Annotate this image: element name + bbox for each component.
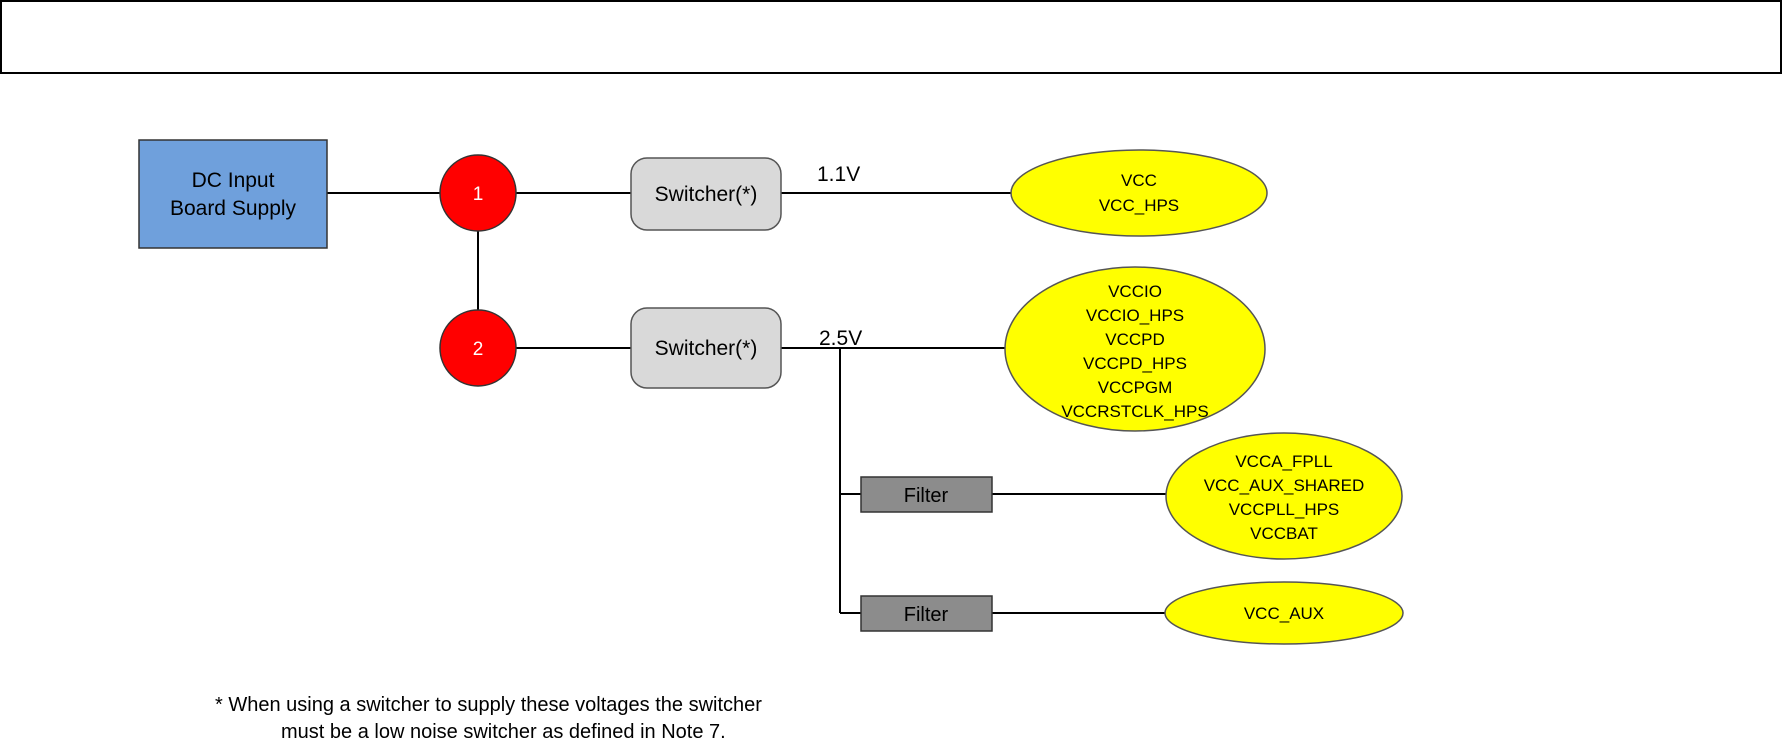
dc-input-box-shape xyxy=(138,139,328,249)
rail-1-ellipse xyxy=(1010,149,1268,237)
voltage-label-1v1: 1.1V xyxy=(817,163,860,186)
footnote-line1: * When using a switcher to supply these … xyxy=(215,694,762,716)
footnote: * When using a switcher to supply these … xyxy=(215,692,762,746)
filter-2-label: Filter xyxy=(904,604,949,626)
header-frame xyxy=(0,0,1782,74)
rail-1: VCC VCC_HPS xyxy=(1010,149,1268,237)
switcher-2-label: Switcher(*) xyxy=(655,337,758,360)
power-tree-diagram: DC Input Board Supply 1 2 Switcher(*) Sw… xyxy=(138,139,1404,645)
rail-3-line: VCCBAT xyxy=(1250,524,1318,543)
switcher-2: Switcher(*) xyxy=(630,307,782,389)
rail-3-ellipse xyxy=(1165,432,1403,560)
footnote-line2: must be a low noise switcher as defined … xyxy=(281,721,726,743)
dc-input-line1: DC Input xyxy=(192,169,275,192)
filter-2-shape xyxy=(860,595,993,632)
rail-2-line: VCCIO xyxy=(1108,282,1162,301)
filter-1-label: Filter xyxy=(904,485,949,507)
rail-4-ellipse xyxy=(1164,581,1404,645)
rail-4-line: VCC_AUX xyxy=(1244,604,1324,623)
rail-2-line: VCCPGM xyxy=(1098,378,1173,397)
node-2-circle xyxy=(439,309,517,387)
rail-3-line: VCCPLL_HPS xyxy=(1229,500,1340,519)
node-1-circle xyxy=(439,154,517,232)
rail-2-line: VCCIO_HPS xyxy=(1086,306,1184,325)
filter-1: Filter xyxy=(860,476,993,513)
filter-2: Filter xyxy=(860,595,993,632)
dc-input-box: DC Input Board Supply xyxy=(138,139,328,249)
rail-2-line: VCCRSTCLK_HPS xyxy=(1061,402,1208,421)
rail-1-line: VCC_HPS xyxy=(1099,196,1179,215)
switcher-2-shape xyxy=(630,307,782,389)
filter-1-shape xyxy=(860,476,993,513)
dc-input-line2: Board Supply xyxy=(170,197,297,220)
node-2: 2 xyxy=(439,309,517,387)
rail-3-line: VCC_AUX_SHARED xyxy=(1204,476,1365,495)
rail-2-ellipse xyxy=(1004,266,1266,432)
switcher-1: Switcher(*) xyxy=(630,157,782,231)
rail-1-line: VCC xyxy=(1121,171,1157,190)
rail-2-line: VCCPD xyxy=(1105,330,1165,349)
node-1: 1 xyxy=(439,154,517,232)
rail-2: VCCIO VCCIO_HPS VCCPD VCCPD_HPS VCCPGM V… xyxy=(1004,266,1266,432)
voltage-label-2v5: 2.5V xyxy=(819,327,862,350)
node-1-label: 1 xyxy=(473,184,484,205)
rail-4: VCC_AUX xyxy=(1164,581,1404,645)
rail-2-line: VCCPD_HPS xyxy=(1083,354,1187,373)
rail-3: VCCA_FPLL VCC_AUX_SHARED VCCPLL_HPS VCCB… xyxy=(1165,432,1403,560)
switcher-1-shape xyxy=(630,157,782,231)
node-2-label: 2 xyxy=(473,339,484,360)
switcher-1-label: Switcher(*) xyxy=(655,183,758,206)
rail-3-line: VCCA_FPLL xyxy=(1235,452,1332,471)
